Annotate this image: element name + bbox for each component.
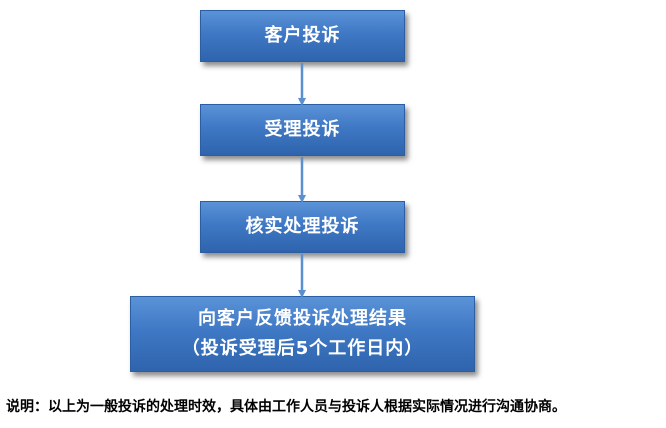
step-accept-complaint: 受理投诉 [200,104,405,156]
step-label: 受理投诉 [264,119,341,140]
explanation-note: 说明：以上为一般投诉的处理时效，具体由工作人员与投诉人根据实际情况进行沟通协商。 [6,399,566,415]
step-label: 向客户反馈投诉处理结果 [198,308,407,329]
step-feedback-result: 向客户反馈投诉处理结果 （投诉受理后5个工作日内） [130,296,475,372]
step-verify-handle-complaint: 核实处理投诉 [200,201,405,253]
step-label: 客户投诉 [264,25,341,46]
step-customer-complaint: 客户投诉 [200,10,405,62]
step-sublabel: （投诉受理后5个工作日内） [181,338,424,359]
step-label: 核实处理投诉 [245,216,360,237]
